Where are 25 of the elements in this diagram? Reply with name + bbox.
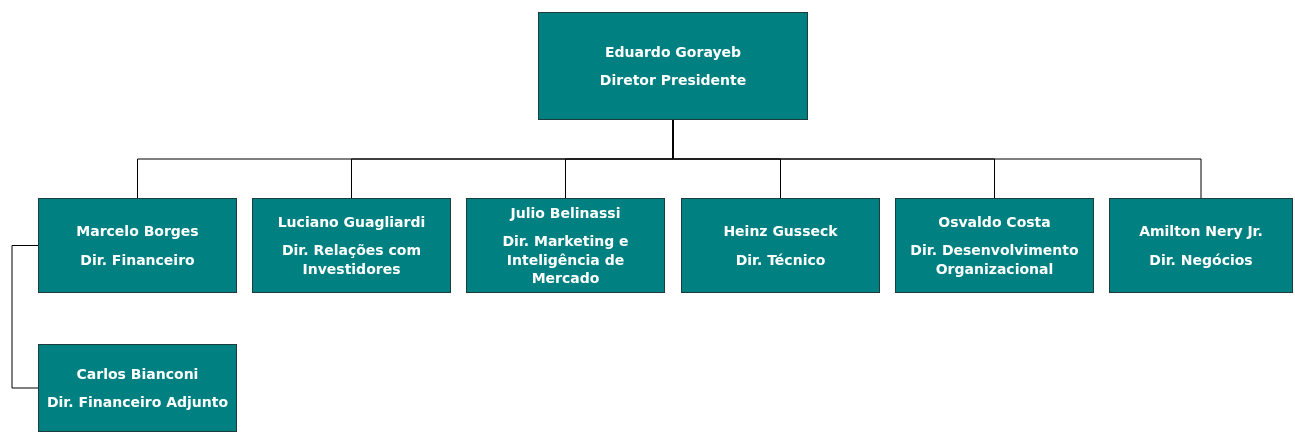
job-title: Dir. Financeiro	[80, 250, 195, 269]
job-title: Dir. Relações com Investidores	[280, 241, 423, 278]
position-box	[252, 198, 451, 293]
person-name: Eduardo Gorayeb	[604, 42, 742, 61]
person-name: Marcelo Borges	[76, 222, 199, 241]
position-box	[1109, 198, 1293, 293]
position-box	[38, 198, 237, 293]
job-title: Diretor Presidente	[599, 71, 747, 90]
job-title: Dir. Marketing e Inteligência de Mercado	[501, 232, 630, 287]
job-title: Dir. Financeiro Adjunto	[46, 393, 229, 412]
position-box	[681, 198, 880, 293]
position-box	[538, 12, 808, 120]
person-name: Amilton Nery Jr.	[1139, 222, 1263, 241]
position-box	[466, 198, 665, 293]
position-box	[895, 198, 1094, 293]
job-title: Dir. Desenvolvimento Organizacional	[909, 241, 1080, 278]
job-title: Dir. Técnico	[735, 250, 826, 269]
person-name: Julio Belinassi	[510, 204, 621, 223]
person-name: Osvaldo Costa	[938, 213, 1051, 232]
person-name: Luciano Guagliardi	[277, 213, 426, 232]
person-name: Carlos Bianconi	[76, 364, 199, 383]
job-title: Dir. Negócios	[1149, 250, 1253, 269]
position-box	[38, 344, 237, 432]
connector-line	[11, 245, 39, 389]
person-name: Heinz Gusseck	[723, 222, 838, 241]
